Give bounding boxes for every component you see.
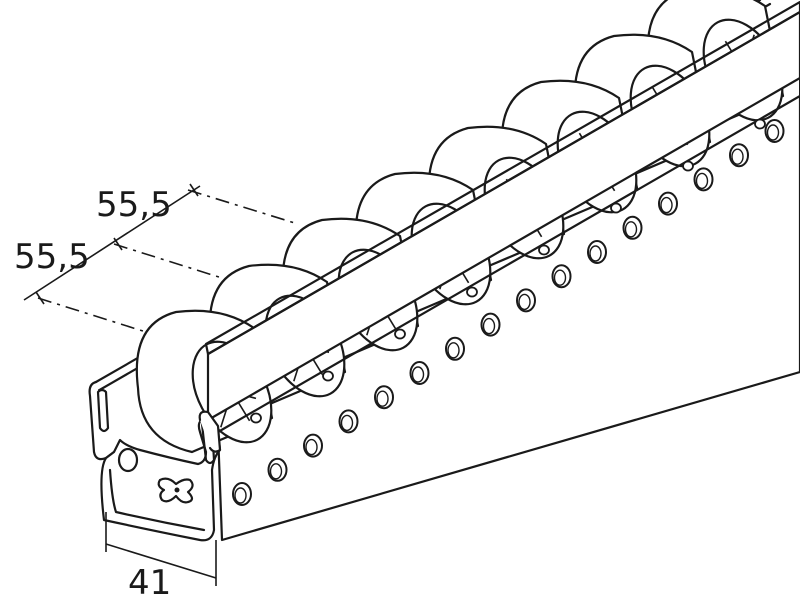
back-rail-end-tab bbox=[88, 380, 116, 461]
rail-top-hole bbox=[322, 370, 334, 382]
front-rail-upper-lip bbox=[204, 0, 800, 356]
rail-side-hole bbox=[764, 119, 785, 143]
dimension-width: 41 bbox=[128, 563, 171, 603]
rail-side-hole bbox=[338, 409, 359, 434]
cross-cutout-center bbox=[174, 487, 180, 493]
rail-side-hole bbox=[445, 336, 465, 361]
rail-top-hole bbox=[394, 328, 406, 340]
pitch-dimension-line bbox=[23, 183, 201, 305]
rail-side-hole bbox=[409, 361, 430, 385]
rail-side-hole bbox=[551, 264, 572, 289]
front-rail-end-tab bbox=[198, 410, 222, 453]
back-rail-end-slot bbox=[96, 388, 110, 433]
dimension-pitch-upper: 55,5 bbox=[96, 185, 172, 225]
rail-side-hole-inner bbox=[234, 487, 247, 504]
rail-side-hole-inner bbox=[340, 414, 354, 432]
rail-top-hole bbox=[610, 202, 622, 214]
rail-side-hole bbox=[232, 482, 252, 506]
rail-side-hole bbox=[693, 167, 714, 192]
pitch-extension-lines bbox=[37, 189, 299, 333]
rail-side-hole bbox=[658, 191, 678, 216]
rail-side-hole bbox=[303, 433, 323, 458]
rail-side-hole-inner bbox=[269, 463, 283, 480]
rail-side-hole-inner bbox=[695, 172, 709, 190]
rail-side-hole bbox=[516, 288, 536, 313]
rail-side-hole-inner bbox=[518, 293, 531, 311]
rail-side-hole bbox=[374, 385, 394, 410]
rail-side-hole bbox=[587, 240, 607, 264]
rail-top-hole bbox=[250, 412, 262, 424]
rail-side-hole-inner bbox=[411, 366, 425, 383]
rail-side-hole-inner bbox=[766, 124, 780, 141]
end-bracket bbox=[100, 410, 222, 542]
rail-top-hole bbox=[682, 160, 694, 172]
cross-shaped-cutout bbox=[157, 477, 194, 504]
rail-side-hole-inner bbox=[447, 342, 460, 359]
rail-side-hole-inner bbox=[305, 438, 318, 456]
front-rail-top-face bbox=[206, 10, 800, 422]
front-rail bbox=[204, 0, 800, 542]
front-rail-side-face bbox=[216, 94, 800, 542]
rail-side-hole-inner bbox=[660, 196, 673, 214]
width-dimension-line bbox=[105, 512, 217, 586]
front-rail-top-holes bbox=[250, 118, 766, 424]
rail-side-hole-inner bbox=[731, 148, 744, 165]
rail-side-hole bbox=[622, 215, 643, 240]
rail-side-hole bbox=[480, 312, 501, 337]
rail-side-hole-inner bbox=[482, 317, 496, 335]
rail-side-hole-inner bbox=[624, 221, 638, 238]
rail-side-hole-inner bbox=[553, 269, 567, 286]
rail-side-hole-inner bbox=[376, 390, 389, 407]
rail-side-hole-inner bbox=[589, 245, 602, 262]
rail-top-hole bbox=[466, 286, 478, 298]
rail-top-hole bbox=[538, 244, 550, 256]
front-rail-side-holes bbox=[232, 119, 785, 506]
end-bracket-hole bbox=[117, 447, 139, 473]
dimension-pitch-lower: 55,5 bbox=[14, 237, 90, 277]
rail-side-hole bbox=[729, 143, 749, 168]
rail-top-hole bbox=[754, 118, 766, 130]
rail-side-hole bbox=[267, 457, 288, 482]
end-bracket-inner-fold bbox=[108, 468, 206, 532]
